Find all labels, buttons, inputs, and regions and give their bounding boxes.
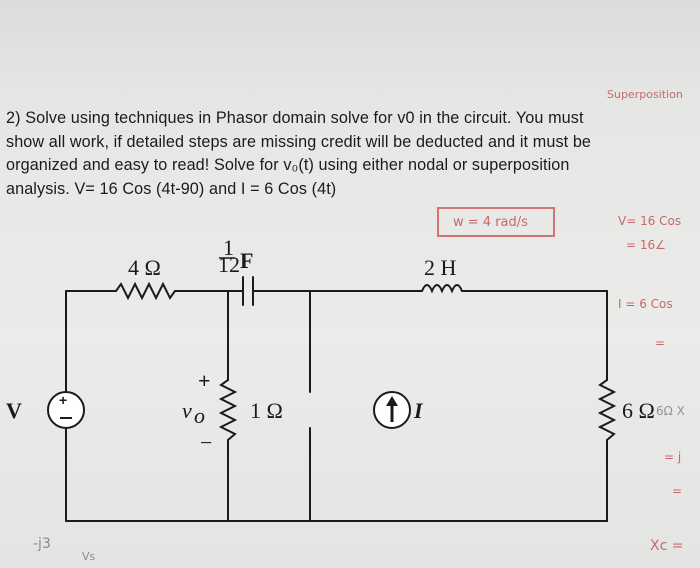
handwritten-i-note-1: I = 6 Cos <box>618 297 673 311</box>
label-v-source: V <box>6 398 22 423</box>
problem-line-1: 2) Solve using techniques in Phasor doma… <box>6 109 584 127</box>
problem-line-3: organized and easy to read! Solve for v₀… <box>6 156 570 174</box>
resistor-4ohm <box>115 281 176 301</box>
problem-line-4: analysis. V= 16 Cos (4t-90) and I = 6 Co… <box>6 179 337 198</box>
label-cap-denominator: 12 <box>218 252 240 277</box>
current-source-arrow-icon <box>386 396 398 406</box>
label-4-ohm: 4 Ω <box>128 255 161 280</box>
inductor-2h <box>421 284 463 294</box>
resistor-1ohm <box>218 379 238 441</box>
voltage-source-plus: + <box>59 392 67 408</box>
label-i-source: I <box>413 398 424 423</box>
handwritten-superposition-note: Superposition <box>607 88 683 101</box>
handwritten-bottom-left: -j3 <box>33 536 51 552</box>
resistor-6ohm <box>597 379 617 441</box>
voltage-source-icon <box>47 391 85 429</box>
label-2h: 2 H <box>424 255 457 280</box>
label-cap-unit: F <box>240 248 253 273</box>
handwritten-eq-2: = <box>672 484 683 498</box>
label-vo-subscript: o <box>194 403 205 428</box>
label-vo-minus: − <box>200 430 212 455</box>
label-6-ohm: 6 Ω <box>622 398 655 423</box>
handwritten-xc-note: Xc = <box>650 538 684 554</box>
label-vo: v <box>182 398 192 423</box>
handwritten-v-note-1: V= 16 Cos <box>618 214 682 228</box>
handwritten-r6-note: 6Ω X <box>656 404 685 418</box>
label-1-ohm: 1 Ω <box>250 398 283 423</box>
label-vo-plus: + <box>198 368 211 393</box>
handwritten-i-note-2: = <box>655 336 666 350</box>
label-cap-numerator: 1 <box>223 235 234 260</box>
handwritten-bottom-vs: Vs <box>82 550 96 563</box>
problem-statement: 2) Solve using techniques in Phasor doma… <box>6 107 700 201</box>
handwritten-v-note-2: = 16∠ <box>626 238 666 252</box>
handwritten-eq-1: = j <box>664 450 682 464</box>
problem-line-2: show all work, if detailed steps are mis… <box>6 132 592 151</box>
handwritten-omega-box: w = 4 rad/s <box>437 207 555 237</box>
